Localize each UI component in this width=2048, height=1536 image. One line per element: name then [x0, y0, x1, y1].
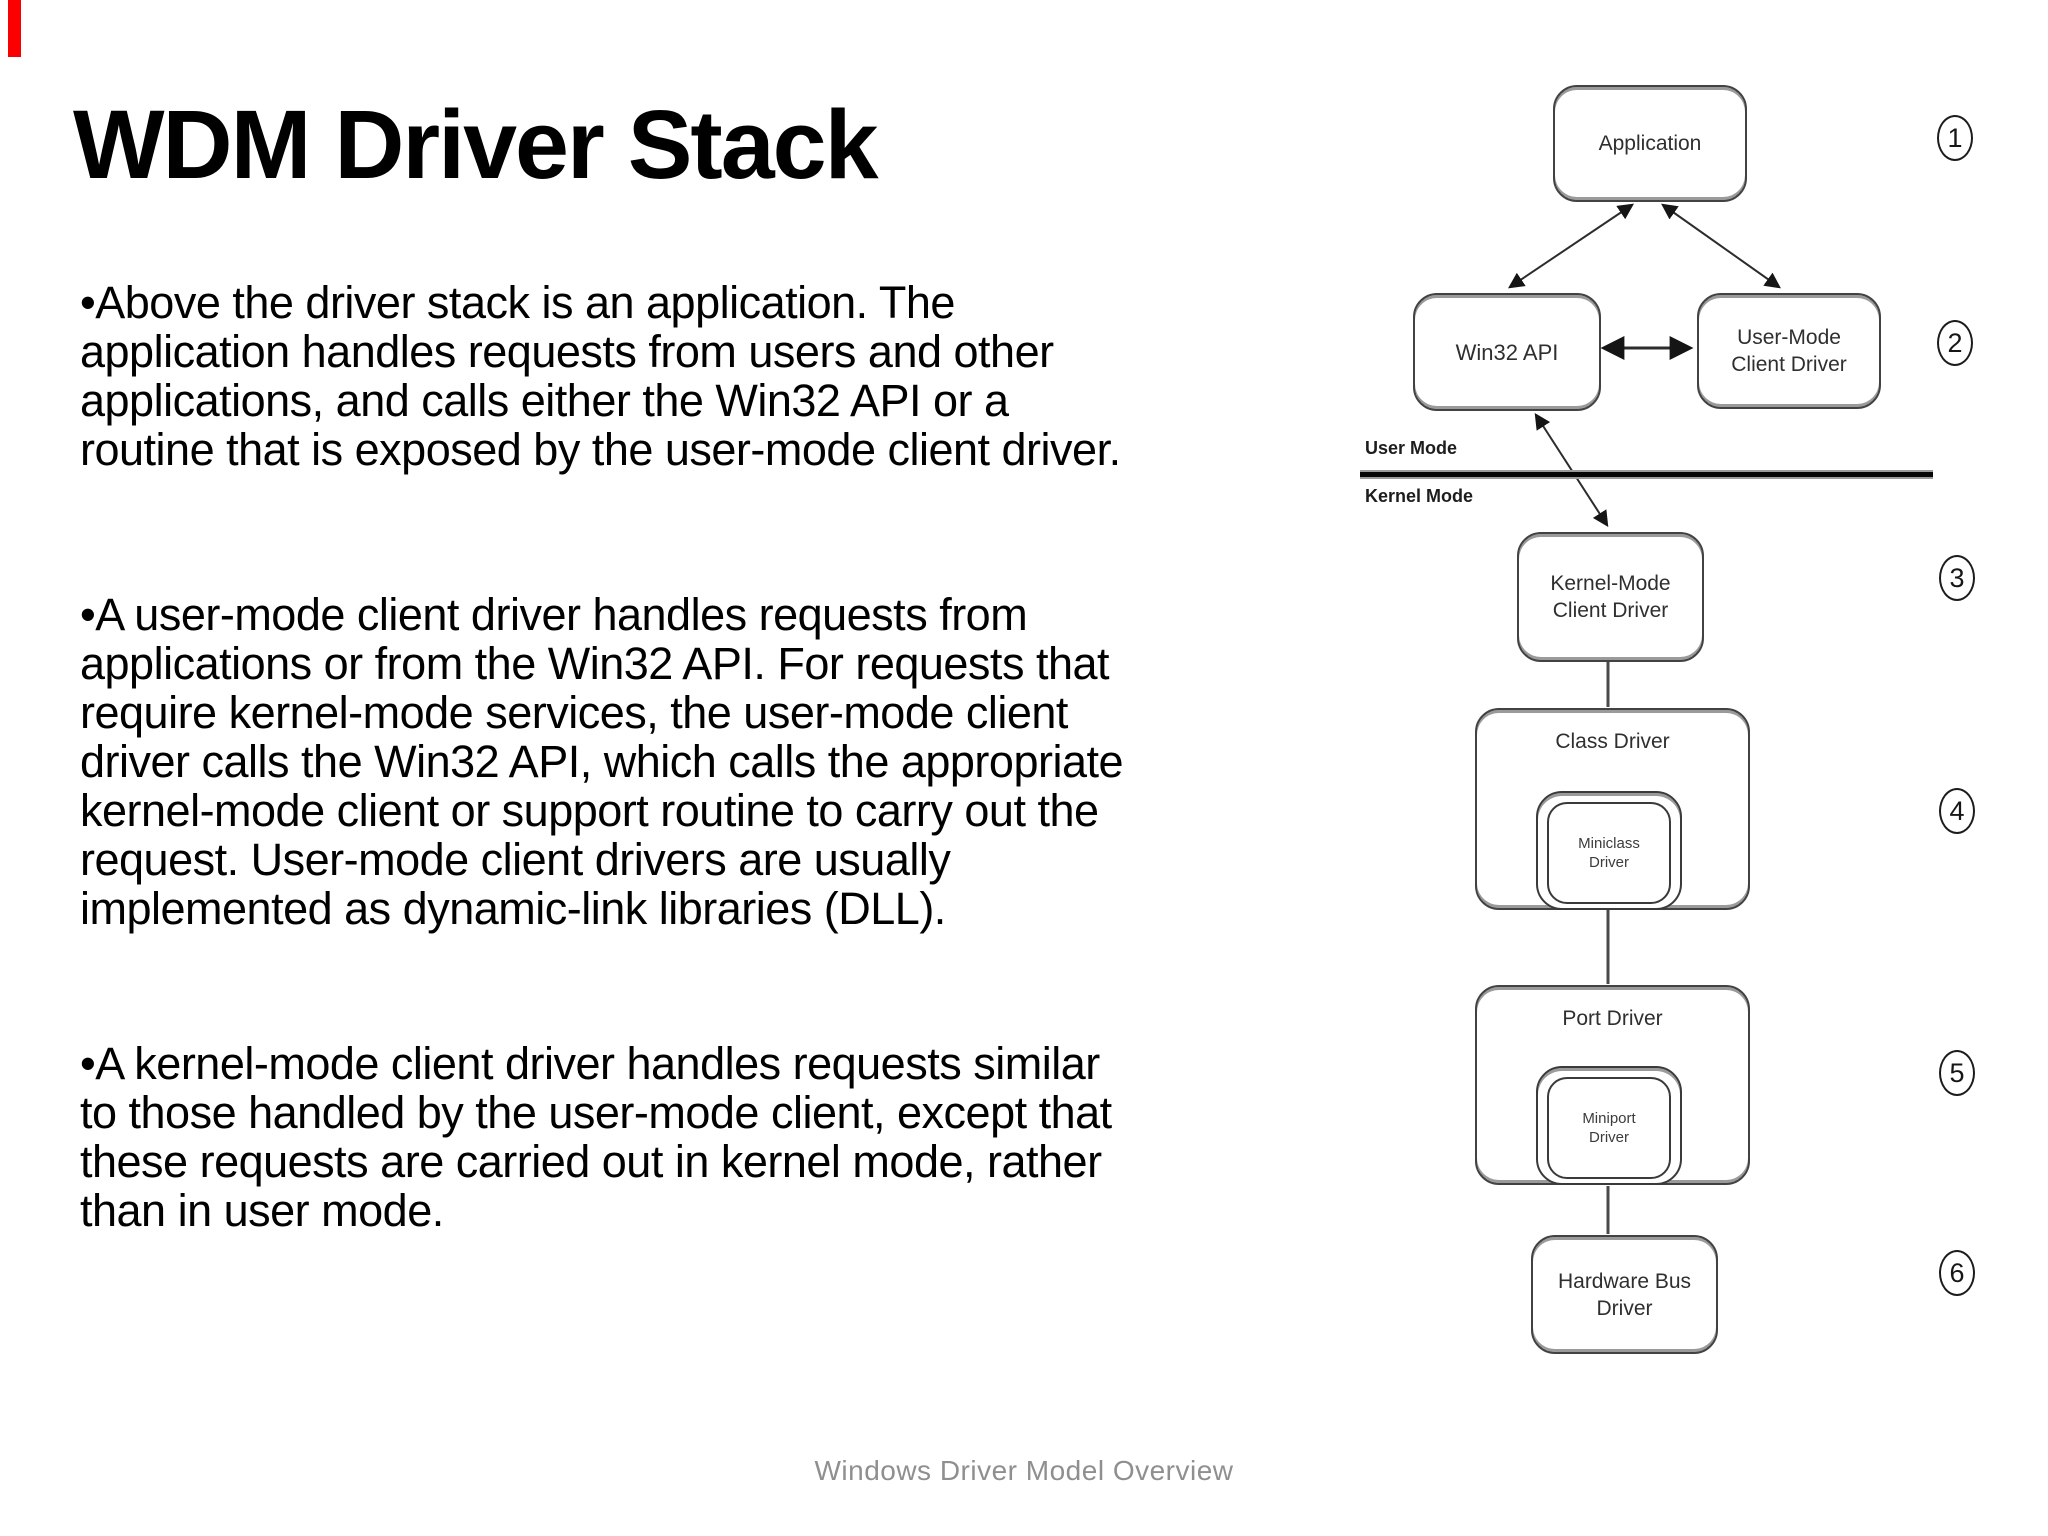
bullet-paragraph-2: •A user-mode client driver handles reque… [80, 590, 1380, 933]
step-number-label: 5 [1949, 1057, 1965, 1088]
step-number-label: 1 [1947, 122, 1963, 153]
step-number-3: 3 [1939, 555, 1975, 601]
win32-api-box: Win32 API [1413, 293, 1601, 411]
box-label: Driver [1596, 1296, 1653, 1320]
box-label: Win32 API [1455, 339, 1559, 365]
miniclass-driver-notch: Miniclass Driver [1536, 791, 1682, 910]
miniport-driver-box: Miniport Driver [1547, 1077, 1671, 1179]
miniclass-driver-box: Miniclass Driver [1547, 802, 1671, 904]
page-title: WDM Driver Stack [73, 90, 879, 199]
box-label: User-Mode [1737, 326, 1841, 349]
step-number-5: 5 [1939, 1050, 1975, 1096]
box-label: Hardware Bus [1557, 1269, 1692, 1293]
bullet-paragraph-3: •A kernel-mode client driver handles req… [80, 1039, 1380, 1235]
box-label: Port Driver [1562, 1007, 1663, 1030]
footer-text: Windows Driver Model Overview [814, 1455, 1234, 1486]
red-accent-bar [8, 0, 21, 57]
step-number-4: 4 [1939, 788, 1975, 834]
bullet-line: routine that is exposed by the user-mode… [80, 424, 1121, 475]
step-number-2: 2 [1937, 320, 1973, 366]
box-label: Miniport [1582, 1110, 1636, 1127]
step-number-label: 2 [1947, 327, 1963, 358]
bullet-line: implemented as dynamic-link libraries (D… [80, 883, 946, 934]
box-label: Driver [1589, 1129, 1629, 1146]
bullet-line: than in user mode. [80, 1185, 444, 1236]
bullet-line: to those handled by the user-mode client… [80, 1087, 1112, 1138]
mode-divider-line [1360, 472, 1933, 477]
bullet-line: application handles requests from users … [80, 326, 1054, 377]
step-number-1: 1 [1937, 115, 1973, 161]
bullet-line: •A user-mode client driver handles reque… [80, 589, 1028, 640]
bullet-line: these requests are carried out in kernel… [80, 1136, 1102, 1187]
bullet-line: applications, and calls either the Win32… [80, 375, 1009, 426]
step-number-label: 6 [1949, 1257, 1965, 1288]
bullet-line: request. User-mode client drivers are us… [80, 834, 951, 885]
hardware-bus-driver-box: Hardware Bus Driver [1531, 1235, 1718, 1354]
step-number-label: 4 [1949, 795, 1965, 826]
user-mode-label: User Mode [1365, 438, 1458, 458]
bullet-line: applications or from the Win32 API. For … [80, 638, 1110, 689]
box-label: Miniclass [1578, 835, 1640, 852]
box-label: Client Driver [1552, 599, 1669, 622]
kernel-mode-client-driver-box: Kernel-Mode Client Driver [1517, 532, 1704, 662]
box-label: Class Driver [1555, 730, 1670, 753]
user-mode-client-driver-box: User-Mode Client Driver [1697, 293, 1881, 409]
application-box: Application [1553, 85, 1747, 202]
miniport-driver-notch: Miniport Driver [1536, 1066, 1682, 1185]
bullet-line: •Above the driver stack is an applicatio… [80, 277, 955, 328]
box-label: Kernel-Mode [1550, 572, 1671, 595]
box-label: Client Driver [1731, 353, 1847, 376]
bullet-line: require kernel-mode services, the user-m… [80, 687, 1068, 738]
bullet-paragraph-1: •Above the driver stack is an applicatio… [80, 278, 1380, 474]
box-label: Application [1598, 132, 1702, 155]
step-number-label: 3 [1949, 562, 1965, 593]
bullet-line: driver calls the Win32 API, which calls … [80, 736, 1124, 787]
box-label: Driver [1589, 854, 1629, 871]
bullet-line: •A kernel-mode client driver handles req… [80, 1038, 1100, 1089]
step-number-6: 6 [1939, 1250, 1975, 1296]
bullet-line: kernel-mode client or support routine to… [80, 785, 1099, 836]
kernel-mode-label: Kernel Mode [1365, 486, 1474, 506]
